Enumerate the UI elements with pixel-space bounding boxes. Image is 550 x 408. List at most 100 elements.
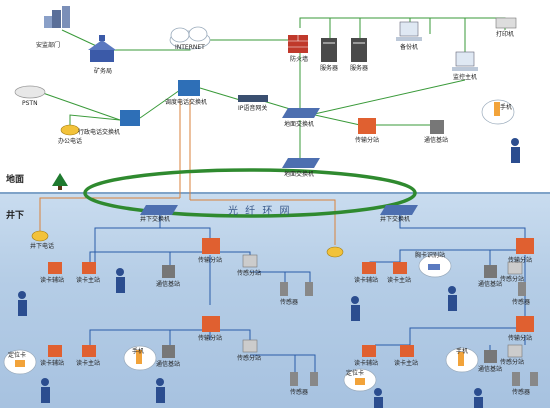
label-printer: 打印机	[496, 31, 515, 38]
ur-4	[489, 249, 525, 265]
ul-11	[210, 329, 251, 340]
label-server1: 服务器	[320, 65, 339, 72]
device-safety-dept	[44, 6, 70, 28]
device-mid-phone	[326, 246, 344, 258]
label-reader-aux-r2: 读卡辅站	[354, 360, 379, 367]
underground-area	[0, 193, 550, 408]
label-transmission-2: 传感分站	[237, 355, 262, 362]
label-reader-aux-2: 读卡辅站	[40, 360, 65, 367]
label-mining-bureau: 矿务局	[94, 68, 113, 75]
label-phone-1: 手机	[132, 348, 145, 355]
label-transmission-1: 传感分站	[237, 270, 262, 277]
device-transmission-1	[242, 254, 258, 268]
link-printer-bus	[430, 17, 506, 30]
label-transfer-r2: 传输分站	[508, 335, 533, 342]
label-sensor-r2: 传感器	[512, 389, 531, 396]
label-transfer-2: 传输分站	[198, 335, 223, 342]
device-worker-r1	[448, 286, 457, 311]
link-switch-transfer	[314, 114, 361, 126]
device-worker-r0	[351, 296, 360, 321]
label-monitor-host: 监控主机	[453, 74, 478, 81]
device-sensor-1b	[305, 282, 313, 296]
label-comm-base: 通信基站	[424, 137, 449, 144]
ul-10	[89, 329, 210, 345]
device-monitor-host	[452, 51, 478, 71]
device-server2	[351, 38, 367, 62]
device-transmission-r2	[507, 344, 523, 358]
label-left-switch: 井下交换机	[140, 216, 171, 223]
label-comm-base-1: 通信基站	[156, 281, 181, 288]
device-worker-r3	[474, 388, 483, 408]
label-ground-switch2: 地面交换机	[284, 171, 315, 178]
device-comm-base	[430, 120, 444, 134]
zone-underground-label: 井下	[6, 211, 25, 221]
label-locator-1: 定位卡	[8, 352, 27, 359]
device-reader-aux-r2	[362, 345, 376, 357]
device-worker-l2	[41, 378, 50, 403]
device-sensor-2a	[290, 372, 298, 386]
label-ground-switch1: 地面交换机	[284, 121, 315, 128]
label-backup-pc: 备份机	[400, 44, 419, 51]
device-internet-cloud	[169, 26, 211, 50]
device-underground-switch-right	[380, 205, 418, 215]
device-transfer-station	[358, 118, 376, 134]
device-dispatch-switch	[178, 80, 200, 96]
device-transfer-2	[202, 316, 220, 332]
device-transfer-r1	[516, 238, 534, 254]
device-transfer-r2	[516, 316, 534, 332]
device-locator-cloud-1	[3, 349, 37, 375]
label-comm-base-r2: 通信基站	[478, 366, 503, 373]
device-reader-main-2	[82, 345, 96, 357]
device-worker-l3	[156, 378, 165, 403]
device-phone-cloud-1	[123, 345, 157, 371]
label-right-switch: 井下交换机	[380, 216, 411, 223]
device-underground-phone	[31, 230, 49, 242]
device-phone-cloud-2	[445, 347, 479, 373]
ur-6	[409, 327, 525, 345]
device-comm-base-r1	[484, 265, 497, 278]
ur-3	[399, 249, 525, 262]
link-top-bus	[299, 17, 431, 34]
label-reader-aux-r1: 读卡辅站	[354, 277, 379, 284]
ground-surface-line	[0, 192, 550, 194]
label-reader-main-r1: 读卡主站	[387, 277, 412, 284]
label-comm-base-r1: 通信基站	[478, 281, 503, 288]
device-transmission-2	[242, 339, 258, 353]
label-internet: INTERNET	[175, 44, 205, 51]
device-pstn	[14, 85, 46, 99]
device-sensor-r2b	[530, 372, 538, 386]
label-identity-card: 胸卡识别站	[415, 252, 446, 259]
device-admin-switch	[120, 110, 140, 126]
ul-4	[89, 251, 210, 262]
device-printer	[495, 17, 517, 29]
device-sensor-2b	[310, 372, 318, 386]
label-reader-main-r2: 读卡主站	[394, 360, 419, 367]
device-reader-aux-r1	[362, 262, 376, 274]
device-worker-r2	[374, 388, 383, 408]
device-office-phone	[60, 124, 80, 136]
link-admin-dispatch	[139, 89, 181, 119]
label-phone-2: 手机	[456, 348, 469, 355]
label-firewall: 防火墙	[290, 56, 309, 63]
device-sensor-r1a	[518, 282, 526, 296]
device-reader-aux-1	[48, 262, 62, 274]
device-backup-pc	[396, 21, 422, 41]
label-transfer-r1: 传输分站	[508, 257, 533, 264]
ul-14	[250, 354, 316, 372]
label-sensor-1: 传感器	[280, 299, 299, 306]
device-sensor-r2a	[512, 372, 520, 386]
label-transfer-station: 传输分站	[355, 137, 380, 144]
device-comm-base-r2	[484, 350, 497, 363]
device-ground-switch1	[282, 108, 320, 118]
ul-8	[250, 271, 311, 282]
label-reader-aux-1: 读卡辅站	[40, 277, 65, 284]
label-reader-main-2: 读卡主站	[76, 360, 101, 367]
device-firewall	[288, 35, 308, 53]
ul-2	[160, 227, 211, 240]
tree-icon	[52, 173, 68, 190]
device-reader-main-r2	[400, 345, 414, 357]
underground-links	[89, 214, 526, 372]
label-sensor-r1: 传感器	[512, 299, 531, 306]
device-phone-cloud	[481, 99, 515, 125]
